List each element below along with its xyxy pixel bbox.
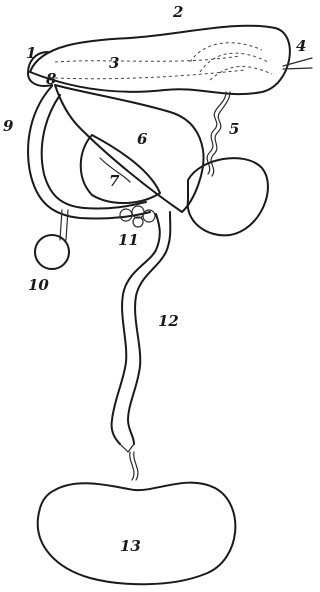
label-1: 1	[26, 44, 36, 62]
organ-6	[55, 85, 203, 212]
label-2: 2	[172, 3, 183, 21]
organ-2	[30, 26, 312, 94]
right-sac	[188, 158, 268, 235]
sac-10	[35, 235, 69, 269]
label-5: 5	[229, 120, 239, 138]
organ-13	[38, 483, 236, 585]
label-6: 6	[137, 130, 148, 148]
tube-9	[28, 86, 150, 219]
label-9: 9	[3, 117, 14, 135]
label-8: 8	[46, 70, 57, 88]
label-10: 10	[28, 276, 49, 294]
label-13: 13	[120, 537, 141, 555]
label-3: 3	[109, 54, 119, 72]
label-11: 11	[118, 231, 139, 249]
label-7: 7	[109, 172, 120, 190]
label-12: 12	[158, 312, 179, 330]
duct-12	[112, 212, 171, 480]
loop-7	[81, 135, 160, 203]
label-4: 4	[296, 37, 306, 55]
